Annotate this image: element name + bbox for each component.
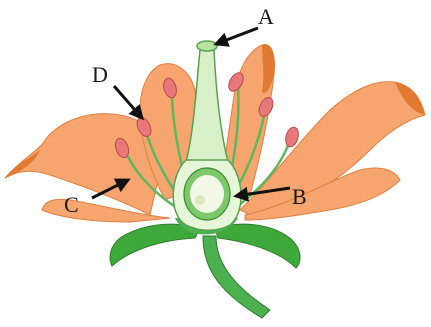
stem — [203, 236, 270, 318]
pointer-a — [216, 28, 258, 44]
label-c: C — [64, 192, 79, 217]
ovule-dot — [195, 195, 205, 205]
label-a: A — [258, 4, 274, 29]
sepal-right — [215, 224, 300, 268]
stigma — [197, 41, 217, 51]
pointer-d — [114, 86, 142, 118]
sepal-left — [110, 224, 200, 266]
ovule — [190, 175, 224, 213]
label-b: B — [292, 184, 307, 209]
label-d: D — [92, 62, 108, 87]
